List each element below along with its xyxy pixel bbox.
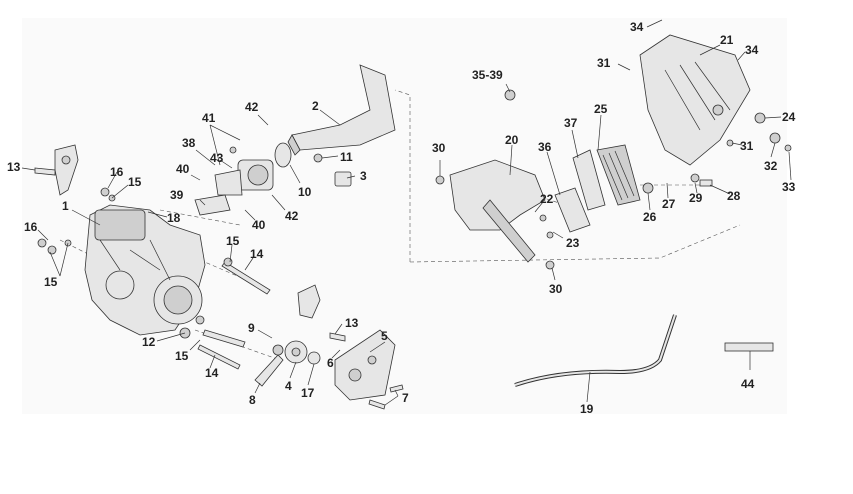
callout-37: 37 <box>564 116 578 130</box>
airbox-upper <box>639 34 766 166</box>
callout-29: 29 <box>689 191 703 205</box>
callout-9: 9 <box>248 321 255 335</box>
callout-28: 28 <box>727 189 741 203</box>
callout-13b: 13 <box>345 316 359 330</box>
callout-39: 39 <box>170 188 184 202</box>
callout-13a: 13 <box>7 160 21 174</box>
callout-16a: 16 <box>110 165 124 179</box>
callout-31b: 31 <box>740 139 754 153</box>
callout-15a: 15 <box>128 175 142 189</box>
callout-leaders <box>21 19 792 406</box>
callout-21: 21 <box>720 33 734 47</box>
callout-30b: 30 <box>549 282 563 296</box>
sprocket-cover <box>334 329 396 401</box>
engine-mount-bracket-upper <box>54 144 79 196</box>
engine-mount-bracket-lower <box>297 284 321 319</box>
callout-41: 41 <box>202 111 216 125</box>
callout-14a: 14 <box>250 247 264 261</box>
sensor <box>313 153 352 187</box>
callout-40a: 40 <box>176 162 190 176</box>
callout-42b: 42 <box>285 209 299 223</box>
air-filter-element <box>572 149 606 211</box>
intake-duct <box>287 64 396 156</box>
callout-11: 11 <box>340 150 353 164</box>
callout-19: 19 <box>580 402 594 416</box>
callout-15c: 15 <box>44 275 58 289</box>
callout-34a: 34 <box>630 20 644 34</box>
callout-3: 3 <box>360 169 367 183</box>
cover-bolts <box>368 384 404 410</box>
callout-16b: 16 <box>24 220 38 234</box>
callout-25: 25 <box>594 102 608 116</box>
callout-44: 44 <box>741 377 755 391</box>
air-filter-pleated <box>596 144 641 206</box>
callout-18: 18 <box>167 211 181 225</box>
callout-26: 26 <box>643 210 657 224</box>
callout-8: 8 <box>249 393 256 407</box>
callout-33: 33 <box>782 180 796 194</box>
callout-2: 2 <box>312 99 319 113</box>
callout-15d: 15 <box>175 349 189 363</box>
callout-24: 24 <box>782 110 796 124</box>
foam-strip <box>724 342 774 352</box>
callout-15b: 15 <box>226 234 240 248</box>
callout-17: 17 <box>301 386 315 400</box>
callout-10: 10 <box>298 185 312 199</box>
callout-labels: 1 2 3 4 5 6 7 8 9 10 11 12 13 13 14 14 1… <box>7 20 796 416</box>
airbox-fasteners <box>504 89 792 239</box>
air-filter-frame <box>554 187 591 233</box>
intake-gasket <box>274 142 292 168</box>
callout-20: 20 <box>505 133 519 147</box>
mount-bolts <box>34 167 346 370</box>
callout-22: 22 <box>540 192 554 206</box>
callout-27: 27 <box>662 197 676 211</box>
throttle-body <box>194 146 274 216</box>
callout-14b: 14 <box>205 366 219 380</box>
callout-38: 38 <box>182 136 196 150</box>
sprocket-retainer <box>307 351 321 365</box>
callout-7: 7 <box>402 391 409 405</box>
callout-30a: 30 <box>432 141 446 155</box>
callout-35-39: 35-39 <box>472 68 503 82</box>
callout-32: 32 <box>764 159 778 173</box>
front-sprocket <box>284 340 308 364</box>
callout-42a: 42 <box>245 100 259 114</box>
callout-1: 1 <box>62 199 69 213</box>
callout-12: 12 <box>142 335 156 349</box>
callout-43: 43 <box>210 151 224 165</box>
callout-5: 5 <box>381 329 388 343</box>
callout-31a: 31 <box>597 56 611 70</box>
callout-34b: 34 <box>745 43 759 57</box>
callout-40b: 40 <box>252 218 266 232</box>
callout-6: 6 <box>327 356 334 370</box>
breather-hose <box>514 314 677 387</box>
engine-block <box>84 204 206 336</box>
callout-23: 23 <box>566 236 580 250</box>
callout-36: 36 <box>538 140 552 154</box>
callout-4: 4 <box>285 379 292 393</box>
